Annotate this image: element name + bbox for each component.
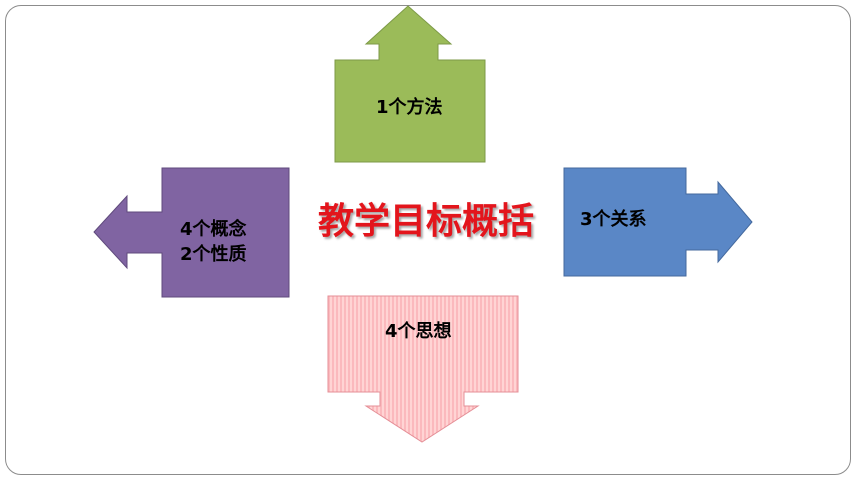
left-arrow-callout — [93, 167, 290, 298]
right-arrow-callout — [563, 167, 753, 277]
left-box-label-1: 4个概念 — [180, 219, 247, 240]
right-box-label: 3个关系 — [580, 209, 647, 230]
bottom-box-label: 4个思想 — [385, 321, 452, 342]
left-box-label-2: 2个性质 — [180, 244, 247, 265]
top-box-label: 1个方法 — [376, 97, 443, 118]
slide-title: 教学目标概括 — [317, 201, 534, 242]
top-arrow-callout — [334, 5, 486, 163]
bottom-arrow-callout — [327, 295, 519, 443]
